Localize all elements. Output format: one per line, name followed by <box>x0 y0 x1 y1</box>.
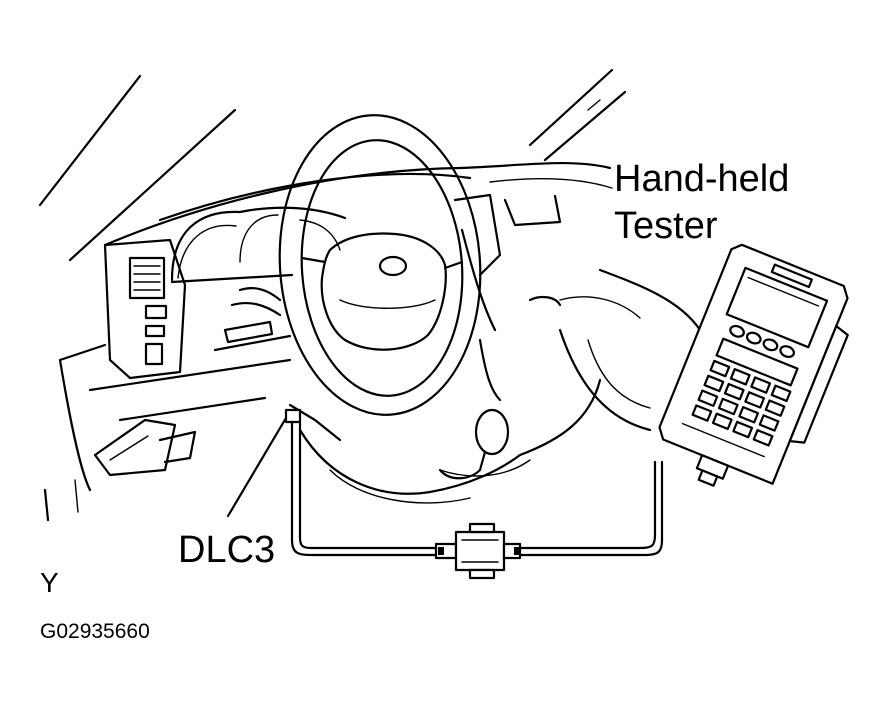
dashboard-top <box>103 161 613 247</box>
steering-column <box>213 286 342 442</box>
tester-label-line1: Hand-held <box>614 158 790 200</box>
left-dash-panel <box>58 238 187 492</box>
tester-function-keys <box>729 324 795 358</box>
cable-adapter <box>434 522 522 580</box>
tester-keypad <box>691 359 792 447</box>
figure-id-label: G02935660 <box>40 620 150 643</box>
floor-outline <box>329 459 531 504</box>
dlc3-label: DLC3 <box>178 529 276 571</box>
view-code-label: Y <box>40 567 59 598</box>
passenger-dash <box>528 268 702 432</box>
hand-held-tester <box>658 243 849 487</box>
lower-dash <box>43 358 292 522</box>
dlc3-connector <box>226 408 302 518</box>
tester-label-line2: Tester <box>614 205 718 247</box>
center-console <box>298 193 602 495</box>
windshield-outline <box>38 68 627 262</box>
steering-wheel <box>278 114 482 416</box>
tester-cable <box>290 420 664 557</box>
instrument-cluster <box>170 206 347 284</box>
